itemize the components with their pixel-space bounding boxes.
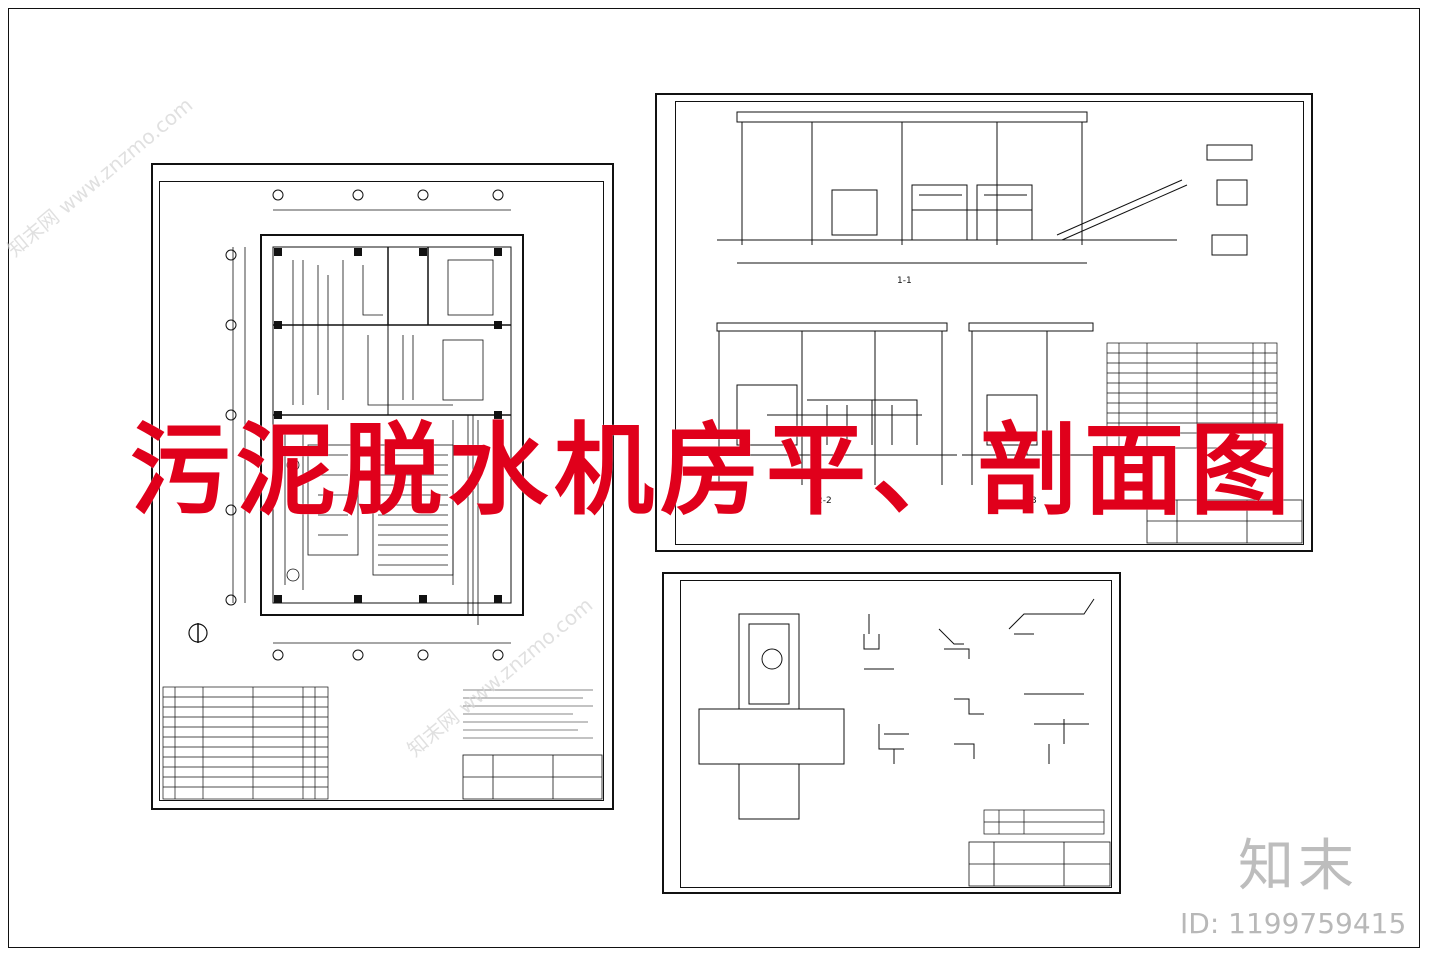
plan-sheet bbox=[151, 163, 614, 810]
section-sheet-border bbox=[675, 101, 1304, 545]
page-title: 污泥脱水机房平、剖面图 bbox=[130, 411, 1296, 529]
detail-drawing bbox=[698, 598, 1111, 887]
detail-sheet bbox=[662, 572, 1121, 894]
section-sheet: 1-1 2-2 3-3 bbox=[655, 93, 1313, 552]
detail-sheet-border bbox=[680, 580, 1112, 888]
section-label-2: 2-2 bbox=[817, 496, 832, 506]
plan-sheet-border bbox=[159, 181, 604, 801]
section-label-1: 1-1 bbox=[897, 276, 912, 286]
image-id: ID: 1199759415 bbox=[1180, 907, 1407, 940]
brand-logo-text: 知末 bbox=[1238, 834, 1358, 899]
plan-drawing bbox=[162, 189, 603, 800]
brand-logo: 知末 bbox=[1238, 832, 1388, 902]
section-label-3: 3-3 bbox=[1022, 496, 1037, 506]
section-drawing: 1-1 2-2 3-3 bbox=[707, 111, 1303, 544]
